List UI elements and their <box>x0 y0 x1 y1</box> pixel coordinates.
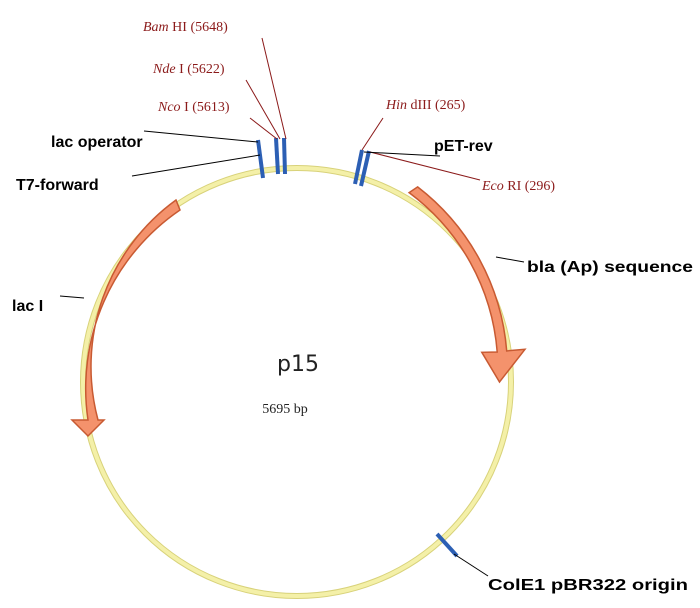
marker-nco-nde <box>274 137 280 175</box>
site-label-hindiii: Hin dIII (265) <box>385 98 466 113</box>
marker-ecori <box>359 150 371 187</box>
site-label-ncoi: Nco I (5613) <box>157 100 230 115</box>
marker-lac-operator <box>256 139 265 179</box>
site-label-ndei: Nde I (5622) <box>152 62 225 77</box>
marker-cole1 <box>435 532 459 558</box>
plasmid-name: p15 <box>277 352 319 377</box>
label-cole1: ColE1 pBR322 origin <box>488 577 688 594</box>
label-t7-forward: T7-forward <box>16 177 99 194</box>
leader-ncoi <box>249 117 278 140</box>
leader-hindiii <box>361 117 384 151</box>
plasmid-backbone <box>80 165 514 599</box>
site-label-ecori: Eco RI (296) <box>481 179 555 194</box>
bla-feature-arrow <box>407 185 527 384</box>
leader-ndei <box>245 79 281 140</box>
marker-bamhi <box>282 137 287 175</box>
leader-lac-operator <box>143 130 259 143</box>
leader-t7-forward <box>131 154 261 177</box>
plasmid-size: 5695 bp <box>262 402 308 417</box>
label-bla: bla (Ap) sequence <box>527 259 693 276</box>
label-lac-operator: lac operator <box>51 134 143 151</box>
label-laci: lac I <box>12 298 43 315</box>
plasmid-backbone-outer-edge <box>80 165 514 599</box>
leader-lines <box>59 37 525 577</box>
leader-pet-rev <box>363 151 441 157</box>
site-label-bamhi: Bam HI (5648) <box>143 20 228 35</box>
leader-laci <box>59 295 85 299</box>
marker-hindiii <box>353 149 364 185</box>
laci-feature-arrow <box>70 198 181 438</box>
leader-ecori <box>369 151 481 181</box>
leader-bla <box>495 256 525 263</box>
leader-bamhi <box>261 37 287 140</box>
leader-cole1 <box>453 553 489 577</box>
marker-group <box>256 137 459 558</box>
label-pet-rev: pET-rev <box>434 138 493 155</box>
